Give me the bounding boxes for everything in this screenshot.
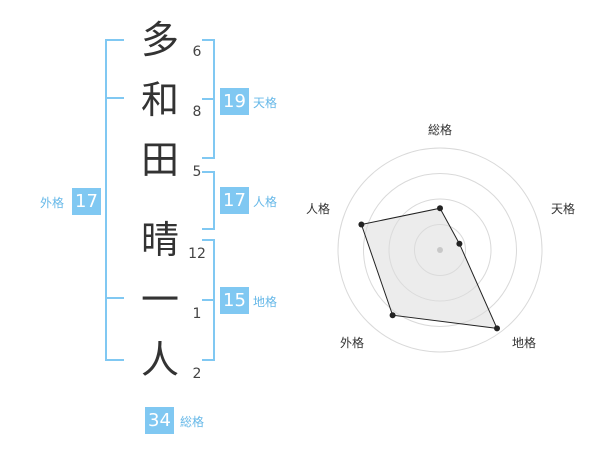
radar-axis-label-0: 総格	[428, 122, 452, 137]
tenkaku-badge: 19	[220, 88, 249, 115]
radar-axis-label-3: 外格	[340, 335, 364, 350]
radar-point-0	[437, 205, 443, 212]
gaikaku-label: 外格	[40, 196, 65, 210]
jinkaku-bracket	[202, 171, 215, 230]
jinkaku-badge: 17	[220, 187, 249, 214]
soukaku-label: 総格	[180, 415, 205, 429]
stroke-count-5: 1	[192, 306, 202, 322]
stroke-count-4: 12	[188, 246, 206, 262]
stroke-count-1: 6	[192, 44, 202, 60]
name-char-5: 一	[140, 278, 179, 322]
radar-axis-label-1: 天格	[551, 201, 575, 216]
radar-center-dot	[437, 247, 443, 253]
gaikaku-bracket	[105, 39, 124, 361]
name-char-2: 和	[140, 78, 179, 122]
stroke-count-6: 2	[192, 366, 202, 382]
soukaku-badge: 34	[145, 407, 174, 434]
tenkaku-label: 天格	[253, 96, 278, 110]
radar-point-3	[389, 312, 396, 319]
radar-point-1	[456, 240, 463, 247]
radar-point-4	[358, 221, 365, 228]
radar-axis-label-2: 地格	[512, 335, 536, 350]
name-char-3: 田	[140, 138, 179, 182]
chikaku-badge: 15	[220, 287, 249, 314]
jinkaku-label: 人格	[253, 195, 278, 209]
radar-polygon	[360, 207, 498, 330]
radar-axis-label-4: 人格	[306, 201, 330, 216]
radar-points	[358, 205, 500, 332]
name-char-6: 人	[140, 338, 179, 382]
name-char-1: 多	[140, 18, 179, 62]
gaikaku-badge: 17	[72, 188, 101, 215]
radar-point-2	[494, 325, 500, 332]
name-char-4: 晴	[140, 218, 179, 262]
radar-ring-4	[337, 147, 543, 353]
stroke-count-3: 5	[192, 164, 202, 180]
stroke-count-2: 8	[192, 104, 202, 120]
chikaku-label: 地格	[253, 295, 278, 309]
radar-ring-3	[363, 173, 517, 327]
